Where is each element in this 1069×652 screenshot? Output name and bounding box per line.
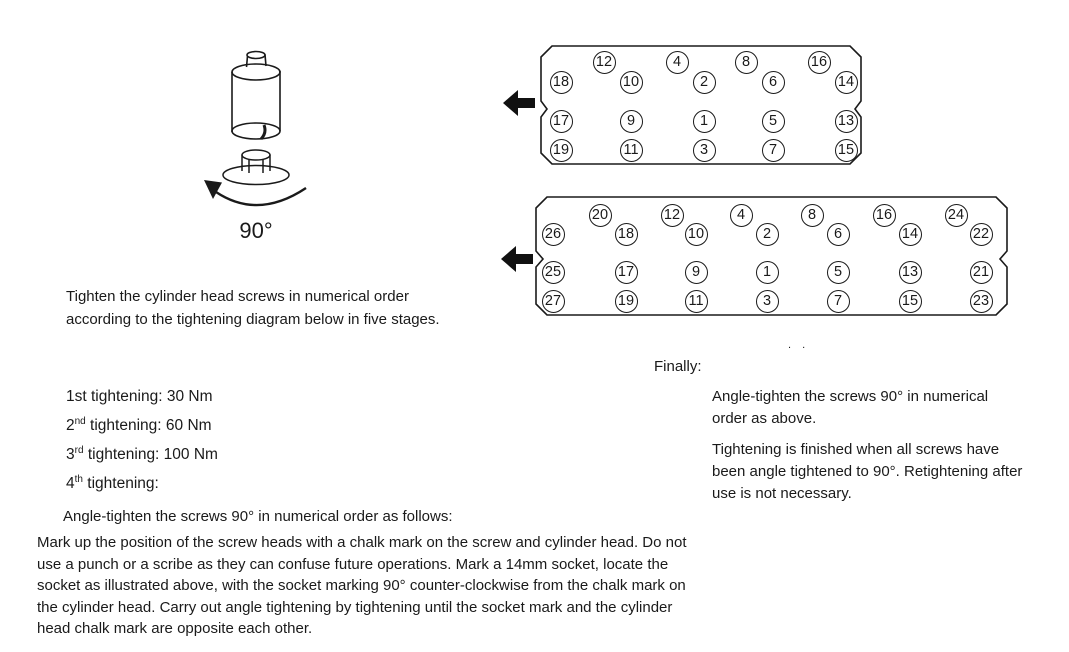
screw-number-5: 5	[761, 109, 785, 133]
screw-number-16: 16	[807, 50, 831, 74]
screw-number-9: 9	[684, 260, 708, 284]
stage-line: 2nd tightening: 60 Nm	[66, 415, 212, 434]
screw-number-2: 2	[755, 222, 779, 246]
screw-number-17: 17	[614, 260, 638, 284]
finally-label: Finally:	[654, 358, 702, 375]
screw-number-14: 14	[898, 222, 922, 246]
screw-number-9: 9	[619, 109, 643, 133]
finally-step: Angle-tighten the screws 90° in numerica…	[712, 388, 989, 427]
stage-line: 1st tightening: 30 Nm	[66, 388, 213, 405]
screw-number-15: 15	[834, 138, 858, 162]
screw-number-18: 18	[614, 222, 638, 246]
left-arrow-icon	[503, 90, 535, 116]
screw-number-2: 2	[692, 70, 716, 94]
screw-number-22: 22	[969, 222, 993, 246]
screw-number-7: 7	[826, 289, 850, 313]
screw-number-14: 14	[834, 70, 858, 94]
screw-number-5: 5	[826, 260, 850, 284]
screw-number-15: 15	[898, 289, 922, 313]
screw-number-1: 1	[755, 260, 779, 284]
screw-number-12: 12	[660, 203, 684, 227]
intro-paragraph: Tighten the cylinder head screws in nume…	[66, 288, 440, 328]
screw-number-19: 19	[549, 138, 573, 162]
screw-number-23: 23	[969, 289, 993, 313]
screw-head	[222, 149, 290, 186]
chalk-mark-paragraph: Mark up the position of the screw heads …	[37, 534, 687, 637]
rotation-arrow-icon	[204, 180, 307, 207]
screw-number-7: 7	[761, 138, 785, 162]
stage-list: 1st tightening: 30 Nm 2nd tightening: 60 …	[66, 386, 218, 502]
screw-number-11: 11	[619, 138, 643, 162]
screw-number-25: 25	[541, 260, 565, 284]
screw-number-13: 13	[898, 260, 922, 284]
screw-number-3: 3	[755, 289, 779, 313]
stage-line: 4th tightening:	[66, 473, 159, 492]
screw-number-24: 24	[944, 203, 968, 227]
cylinder-head-outline	[535, 196, 1008, 316]
screw-number-4: 4	[665, 50, 689, 74]
screw-number-11: 11	[684, 289, 708, 313]
socket-angle-illustration: 90°	[204, 50, 307, 243]
screw-number-6: 6	[761, 70, 785, 94]
screw-number-8: 8	[734, 50, 758, 74]
screw-number-26: 26	[541, 222, 565, 246]
screw-number-4: 4	[729, 203, 753, 227]
screw-number-21: 21	[969, 260, 993, 284]
stage-line: 3rd tightening: 100 Nm	[66, 444, 218, 463]
angle-tighten-line: Angle-tighten the screws 90° in numerica…	[63, 508, 453, 525]
angle-label: 90°	[239, 218, 272, 243]
left-arrow-icon	[501, 246, 533, 272]
screw-number-6: 6	[826, 222, 850, 246]
screw-number-17: 17	[549, 109, 573, 133]
screw-number-27: 27	[541, 289, 565, 313]
screw-number-10: 10	[684, 222, 708, 246]
screw-number-19: 19	[614, 289, 638, 313]
screw-number-13: 13	[834, 109, 858, 133]
screw-number-1: 1	[692, 109, 716, 133]
screw-number-12: 12	[592, 50, 616, 74]
screw-number-10: 10	[619, 70, 643, 94]
screw-number-8: 8	[800, 203, 824, 227]
screw-number-3: 3	[692, 138, 716, 162]
screw-number-20: 20	[588, 203, 612, 227]
screw-number-16: 16	[872, 203, 896, 227]
screw-number-18: 18	[549, 70, 573, 94]
stray-marks: . .	[788, 339, 810, 351]
finally-note: Tightening is finished when all screws h…	[712, 441, 1023, 502]
finally-column: Angle-tighten the screws 90° in numerica…	[712, 386, 1024, 505]
socket-body	[231, 50, 281, 141]
